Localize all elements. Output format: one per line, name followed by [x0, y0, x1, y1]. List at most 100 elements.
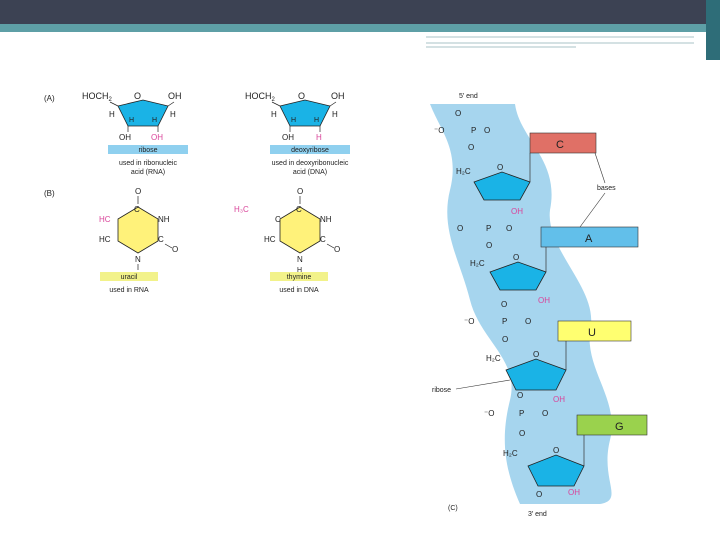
- uracil-caption: used in RNA: [109, 287, 149, 294]
- thymine-c-left: C: [275, 215, 281, 224]
- deoxy-caption-2: acid (DNA): [293, 169, 327, 176]
- nucleotide-4: O ⁻O P O O H₂C O O OH: [484, 391, 585, 499]
- deoxy-h-3: H: [291, 117, 296, 124]
- phosphate-1-o-bottom: O: [468, 143, 474, 152]
- thymine-nh: NH: [320, 215, 332, 224]
- ribose-label: ribose: [138, 147, 157, 154]
- ribose-oh-3: OH: [151, 133, 163, 142]
- sugar-2-oh: OH: [538, 296, 550, 305]
- ribose-structure: HOCH2 O OH H H H H OH OH: [82, 91, 182, 142]
- sugar-ring-2: [489, 261, 547, 291]
- thymine-c-top: C: [296, 205, 302, 214]
- deoxy-h-2: H: [332, 110, 338, 119]
- uracil-o-right: O: [172, 245, 178, 254]
- decor-line-3: [426, 46, 576, 48]
- phosphate-4-p: P: [519, 409, 524, 418]
- decor-line-2: [426, 42, 694, 44]
- nucleotide-1: O ⁻O P O O H₂C O OH: [434, 109, 531, 216]
- ribose-ring: [117, 99, 169, 127]
- base-c-box: [529, 132, 597, 154]
- phosphate-1-top-o: O: [455, 109, 461, 118]
- phosphate-4-o-right: O: [542, 409, 548, 418]
- backbone-band: [430, 104, 612, 504]
- h2c-4: H₂C: [503, 449, 518, 458]
- ribose-caption-2: acid (RNA): [131, 169, 165, 176]
- thymine-ring: [279, 206, 321, 254]
- uracil-label: uracil: [121, 274, 138, 281]
- five-prime-end: 5′ end: [459, 93, 478, 100]
- base-g-letter: G: [615, 421, 624, 433]
- phosphate-3-o-top: O: [501, 300, 507, 309]
- deoxy-h-pink: H: [316, 133, 322, 142]
- deoxyribose-label: deoxyribose: [291, 147, 329, 154]
- bases-callout-line-2: [579, 192, 606, 228]
- deoxyribose-label-box: [270, 145, 350, 154]
- h2c-1: H₂C: [456, 167, 471, 176]
- phosphate-1-p: P: [471, 126, 476, 135]
- sugar-3-o: O: [533, 350, 539, 359]
- uracil-ring: [117, 206, 159, 254]
- decor-line-1: [426, 36, 694, 38]
- phosphate-1-o-minus: ⁻O: [434, 126, 444, 135]
- accent-stripe: [0, 24, 720, 32]
- panel-a-label: (A): [44, 94, 55, 103]
- thymine-o-right: O: [334, 245, 340, 254]
- ribose-callout-label: ribose: [432, 387, 451, 394]
- deoxy-ring-o: O: [298, 91, 305, 101]
- ribose-h-4: H: [152, 117, 157, 124]
- ribose-oh-1: OH: [168, 91, 182, 101]
- ribose-h-2: H: [170, 110, 176, 119]
- thymine-n: N: [297, 255, 303, 264]
- uracil-nh: NH: [158, 215, 170, 224]
- sugar-4-o-bottom: O: [536, 490, 542, 499]
- ribose-callout-line: [455, 379, 511, 390]
- base-a-box: [540, 226, 639, 248]
- corner-accent: [706, 0, 720, 60]
- thymine-caption: used in DNA: [279, 287, 319, 294]
- uracil-hc-pink: HC: [99, 215, 111, 224]
- thymine-label-box: [270, 272, 328, 281]
- ribose-h-3: H: [129, 117, 134, 124]
- uracil-c-top: C: [134, 205, 140, 214]
- deoxy-oh-1: OH: [331, 91, 345, 101]
- bases-callout-line-1: [594, 152, 606, 184]
- sugar-1-o: O: [497, 163, 503, 172]
- base-c-letter: C: [556, 139, 564, 151]
- thymine-h: H: [297, 267, 302, 274]
- uracil-label-box: [100, 272, 158, 281]
- thymine-c-right: C: [320, 235, 326, 244]
- deoxy-oh-2: OH: [282, 133, 294, 142]
- sugar-ring-1: [473, 171, 531, 201]
- phosphate-2-o-bottom: O: [486, 241, 492, 250]
- ribose-caption-1: used in ribonucleic: [119, 160, 177, 167]
- deoxy-hoch2: HOCH2: [245, 91, 276, 103]
- base-u-box: [557, 320, 632, 342]
- panel-c-label: (C): [448, 505, 458, 512]
- uracil-o-top: O: [135, 187, 141, 196]
- uracil-hc: HC: [99, 235, 111, 244]
- phosphate-3-o-bottom: O: [502, 335, 508, 344]
- phosphate-2-p: P: [486, 224, 491, 233]
- phosphate-1-o-right: O: [484, 126, 490, 135]
- sugar-4-o: O: [553, 446, 559, 455]
- deoxy-h-1: H: [271, 110, 277, 119]
- sugar-ring-4: [527, 454, 585, 487]
- three-prime-end: 3′ end: [528, 511, 547, 518]
- phosphate-3-p: P: [502, 317, 507, 326]
- phosphate-2-o-left: O: [457, 224, 463, 233]
- ribose-hoch2: HOCH2: [82, 91, 113, 103]
- phosphate-3-o-right: O: [525, 317, 531, 326]
- thymine-structure: O C H₃C C NH HC C O N H: [234, 187, 340, 274]
- thymine-methyl: H₃C: [234, 205, 249, 214]
- sugar-4-oh: OH: [568, 488, 580, 497]
- base-a-letter: A: [585, 233, 593, 245]
- phosphate-3-o-minus: ⁻O: [464, 317, 474, 326]
- sugar-1-oh: OH: [511, 207, 523, 216]
- uracil-structure: O C HC NH HC C O N: [99, 187, 178, 270]
- deoxy-caption-1: used in deoxyribonucleic: [272, 160, 349, 167]
- uracil-n: N: [135, 255, 141, 264]
- base-g-box: [576, 414, 648, 436]
- h2c-3: H₂C: [486, 354, 501, 363]
- thymine-label: thymine: [287, 274, 312, 281]
